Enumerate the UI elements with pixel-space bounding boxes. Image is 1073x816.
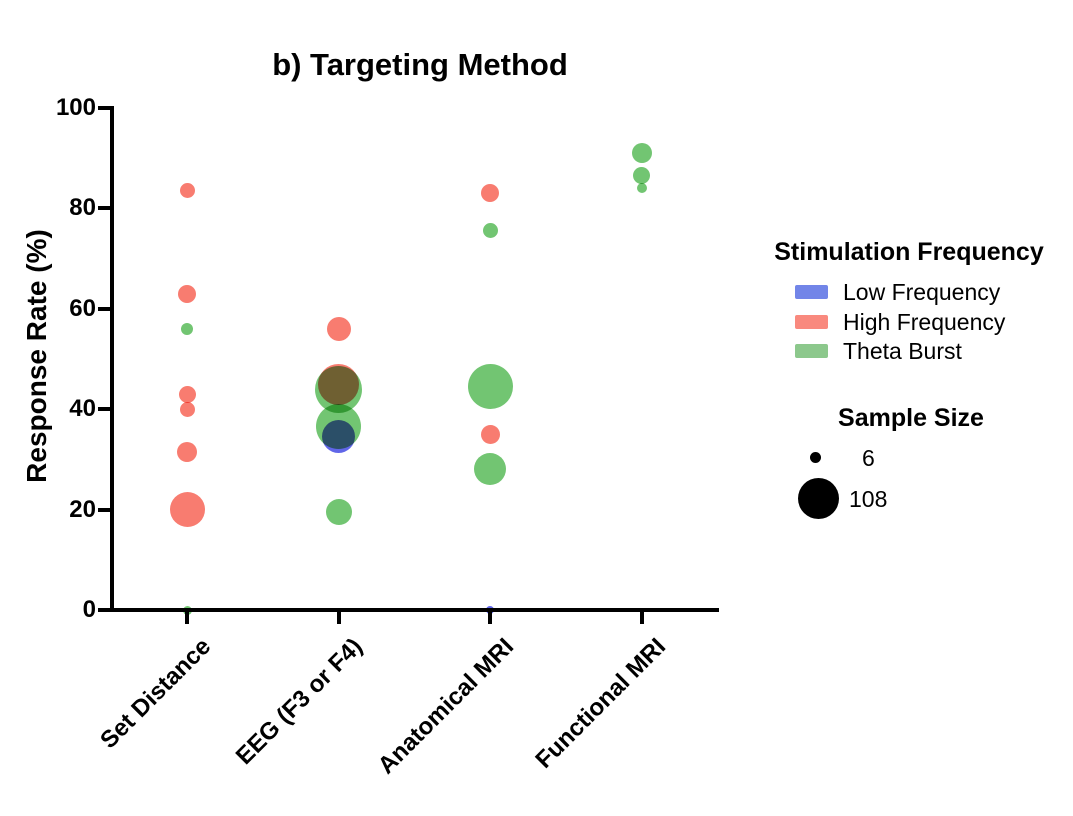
y-axis-line [110, 106, 114, 612]
data-point [181, 322, 193, 335]
x-tick [488, 612, 492, 624]
legend-frequency-title: Stimulation Frequency [774, 238, 1044, 266]
x-tick [185, 612, 189, 624]
y-tick-label: 80 [69, 194, 96, 222]
x-category-label: EEG (F3 or F4) [230, 633, 368, 770]
data-point [474, 453, 506, 486]
y-tick [98, 306, 110, 311]
y-tick-label: 0 [82, 596, 96, 623]
data-point [178, 284, 196, 303]
x-tick [336, 612, 341, 624]
high-frequency-swatch-icon [795, 314, 828, 329]
y-tick-label: 40 [69, 395, 96, 423]
sample-size-large-dot-icon [798, 478, 839, 519]
data-point [177, 441, 197, 462]
legend-item-theta-burst: Theta Burst [843, 338, 962, 364]
data-point [631, 143, 652, 164]
sample-size-small-dot-icon [809, 452, 821, 463]
data-point [325, 499, 352, 526]
data-point [178, 385, 196, 403]
y-tick [98, 608, 110, 612]
x-axis-line [110, 608, 719, 612]
x-tick [639, 612, 644, 624]
sample-size-small-value: 6 [862, 445, 875, 471]
y-tick-label: 100 [55, 94, 96, 121]
y-tick [98, 206, 110, 211]
y-tick [98, 106, 110, 110]
legend-item-high-frequency: High Frequency [843, 308, 1006, 335]
theta-burst-swatch-icon [795, 344, 828, 358]
x-category-label: Anatomical MRI [372, 633, 520, 780]
data-point [179, 183, 195, 199]
data-point [480, 424, 500, 444]
data-point [482, 223, 498, 239]
data-point [467, 364, 513, 410]
data-point [326, 316, 351, 341]
sample-size-large-value: 108 [849, 486, 888, 512]
legend-size-title: Sample Size [838, 404, 984, 432]
data-point [481, 184, 499, 203]
y-tick-label: 20 [69, 495, 96, 523]
data-point [169, 492, 205, 528]
low-frequency-swatch-icon [795, 285, 828, 299]
y-tick [98, 507, 110, 512]
y-tick [98, 407, 110, 412]
data-point [322, 420, 355, 454]
data-point [633, 167, 650, 185]
y-tick-label: 60 [69, 294, 96, 322]
data-point [636, 183, 647, 194]
chart-title: b) Targeting Method [272, 47, 568, 82]
legend-item-low-frequency: Low Frequency [843, 279, 1001, 305]
x-category-label: Set Distance [95, 633, 217, 754]
x-category-label: Functional MRI [529, 633, 671, 774]
data-point [179, 401, 195, 417]
data-point [318, 363, 359, 405]
